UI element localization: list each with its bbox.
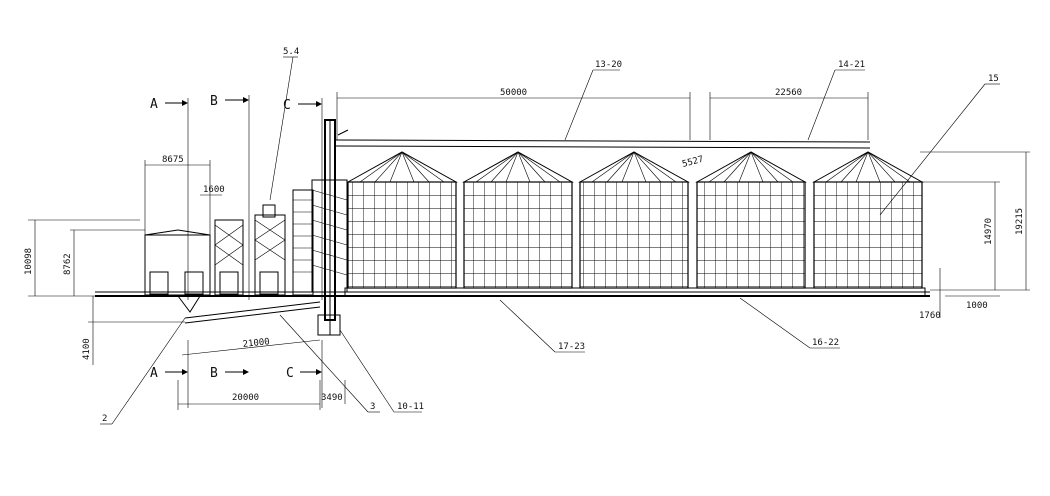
callout-13-20: 13-20 bbox=[595, 60, 622, 70]
callout-17-23: 17-23 bbox=[558, 342, 585, 352]
dim-8762: 8762 bbox=[63, 253, 73, 275]
lattice-building-c bbox=[254, 204, 286, 296]
section-c-top: C bbox=[283, 98, 291, 113]
callout-10-11: 10-11 bbox=[397, 402, 424, 412]
callout-15: 15 bbox=[988, 74, 999, 84]
dim-8675: 8675 bbox=[162, 155, 184, 165]
section-a-bottom: A bbox=[150, 366, 158, 381]
callout-3: 3 bbox=[370, 402, 375, 412]
dim-4100: 4100 bbox=[82, 338, 92, 360]
dim-1000: 1000 bbox=[966, 301, 988, 311]
callout-14-21: 14-21 bbox=[838, 60, 865, 70]
section-a-top: A bbox=[150, 97, 158, 112]
reception-building bbox=[144, 229, 211, 313]
dimension-lines bbox=[28, 92, 1030, 410]
section-markers-top bbox=[165, 95, 323, 300]
dim-14970: 14970 bbox=[984, 218, 994, 245]
dim-1600: 1600 bbox=[203, 185, 225, 195]
dim-19215: 19215 bbox=[1015, 208, 1025, 235]
dim-5527: 5527 bbox=[681, 155, 705, 170]
silo-1 bbox=[346, 151, 458, 289]
top-conveyor bbox=[334, 139, 871, 149]
silo-2 bbox=[462, 151, 574, 289]
silo-3 bbox=[578, 151, 690, 289]
dim-22560: 22560 bbox=[775, 88, 802, 98]
bottom-conveyor bbox=[344, 287, 926, 297]
callout-leaders bbox=[100, 56, 1000, 425]
dim-20000: 20000 bbox=[232, 393, 259, 403]
callout-5-4: 5.4 bbox=[283, 47, 299, 57]
dim-10098: 10098 bbox=[24, 248, 34, 275]
section-b-top: B bbox=[210, 94, 218, 109]
callout-2: 2 bbox=[102, 414, 107, 424]
dim-21000: 21000 bbox=[242, 337, 270, 350]
dryer-tower bbox=[292, 119, 349, 336]
dim-3490: 3490 bbox=[321, 393, 343, 403]
section-b-bottom: B bbox=[210, 366, 218, 381]
pit-conveyor bbox=[184, 301, 321, 324]
dim-50000: 50000 bbox=[500, 88, 527, 98]
callout-16-22: 16-22 bbox=[812, 338, 839, 348]
section-c-bottom: C bbox=[286, 366, 294, 381]
dim-1760: 1760 bbox=[919, 311, 941, 321]
silo-4 bbox=[695, 151, 807, 289]
section-markers-bottom bbox=[165, 340, 323, 408]
silo-5 bbox=[812, 151, 924, 289]
lattice-building-b bbox=[214, 219, 244, 296]
